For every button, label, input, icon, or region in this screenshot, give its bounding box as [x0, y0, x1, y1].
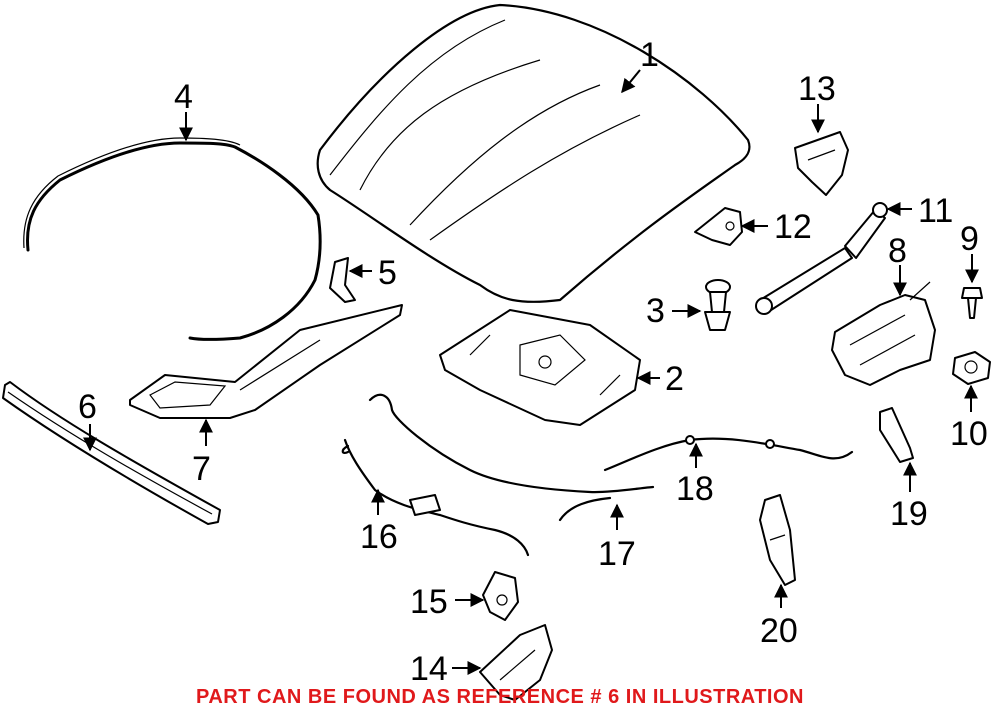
- hinge-part: [479, 624, 553, 701]
- callout-19: 19: [890, 495, 928, 533]
- hood-latch-part: [831, 281, 936, 386]
- callout-12: 12: [774, 208, 812, 246]
- callout-1: 1: [640, 36, 659, 74]
- callout-9: 9: [960, 220, 979, 258]
- callout-20: 20: [760, 612, 798, 650]
- callout-5: 5: [378, 254, 397, 292]
- leader-lines: [83, 69, 979, 675]
- callout-11: 11: [918, 192, 953, 230]
- callout-10: 10: [950, 415, 988, 453]
- push-clip-part: [704, 279, 731, 331]
- bracket-5-part: [329, 257, 356, 303]
- callout-17: 17: [598, 535, 636, 573]
- seal-strip-part: [2, 381, 221, 525]
- hood-part: [316, 3, 751, 303]
- callout-6: 6: [78, 388, 97, 426]
- callout-8: 8: [888, 232, 907, 270]
- callout-15: 15: [410, 583, 448, 621]
- bracket-12-part: [694, 207, 743, 246]
- screw-part: [961, 287, 983, 319]
- cable-17-part: [368, 393, 655, 522]
- nut-part: [952, 351, 991, 385]
- hood-seal-part: [23, 137, 322, 341]
- hood-insulation-part: [439, 309, 641, 426]
- handle-part: [879, 407, 914, 463]
- cable-16-part: [341, 438, 530, 557]
- bracket-13-part: [794, 131, 849, 196]
- callout-18: 18: [676, 470, 714, 508]
- bracket-20-part: [759, 494, 796, 586]
- callout-14: 14: [410, 650, 448, 688]
- callout-3: 3: [646, 292, 665, 330]
- trim-panel-part: [129, 304, 403, 419]
- callout-4: 4: [174, 78, 193, 116]
- callout-7: 7: [192, 450, 211, 488]
- cable-18-part: [603, 435, 854, 472]
- callout-2: 2: [665, 360, 684, 398]
- callout-16: 16: [360, 518, 398, 556]
- callout-13: 13: [798, 70, 836, 108]
- bracket-15-part: [482, 571, 519, 621]
- reference-caption: PART CAN BE FOUND AS REFERENCE # 6 IN IL…: [196, 686, 804, 708]
